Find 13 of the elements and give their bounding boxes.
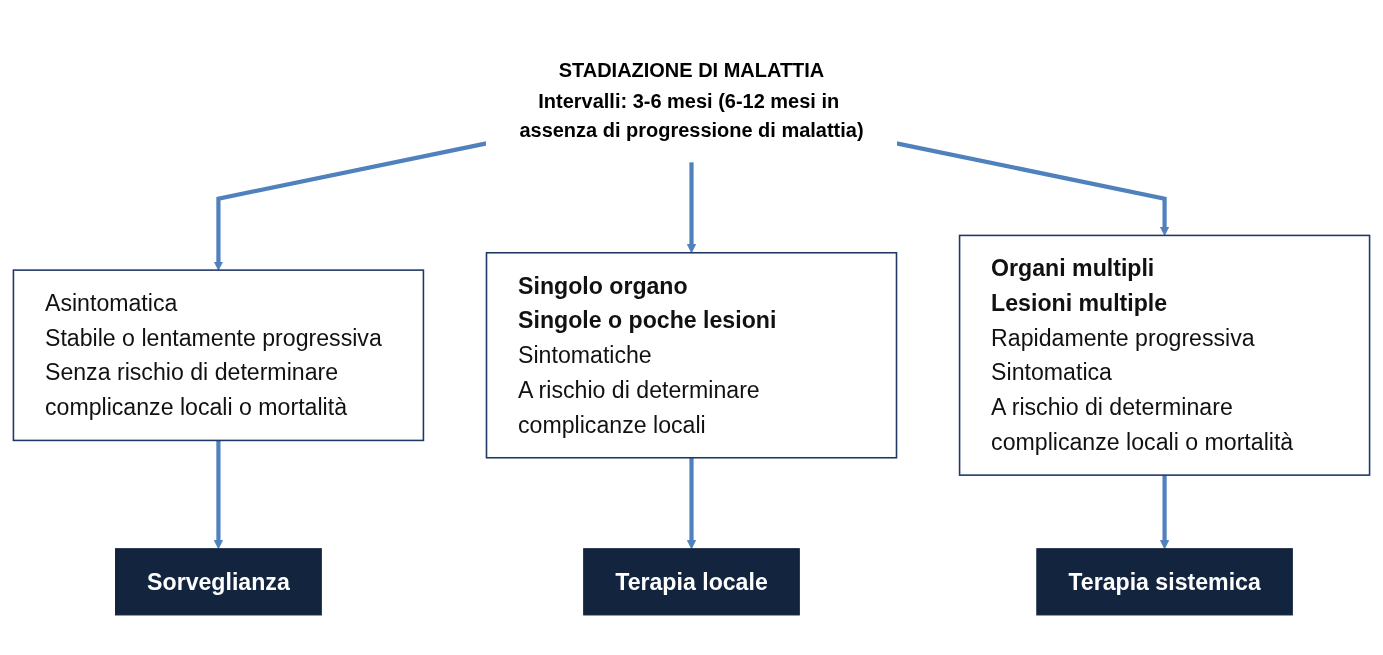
arrow [686,457,697,549]
arrow [896,141,1170,236]
node-box: Sorveglianza [115,548,322,616]
node-text: STADIAZIONE DI MALATTIA Intervalli: 3-6 mesi (6-12 mesi in assenza di progressione di malattia) [519,59,864,142]
arrow [1159,474,1170,549]
node-box: Organi multipli Lesioni multiple Rapidamente progressiva Sintomatica A rischio di determinare complicanze locali o mortalità [958,234,1371,476]
arrow [213,141,487,271]
node-box: Singolo organo Singole o poche lesioni Sintomatiche A rischio di determinare complicanze locali [485,251,898,459]
node-box: Terapia locale [583,548,800,616]
arrow [213,440,224,549]
arrow [686,161,697,253]
node-box: Terapia sistemica [1036,548,1293,616]
node-box: Asintomatica Stabile o lentamente progressiva Senza rischio di determinare complicanze locali o mortalità [12,269,425,442]
